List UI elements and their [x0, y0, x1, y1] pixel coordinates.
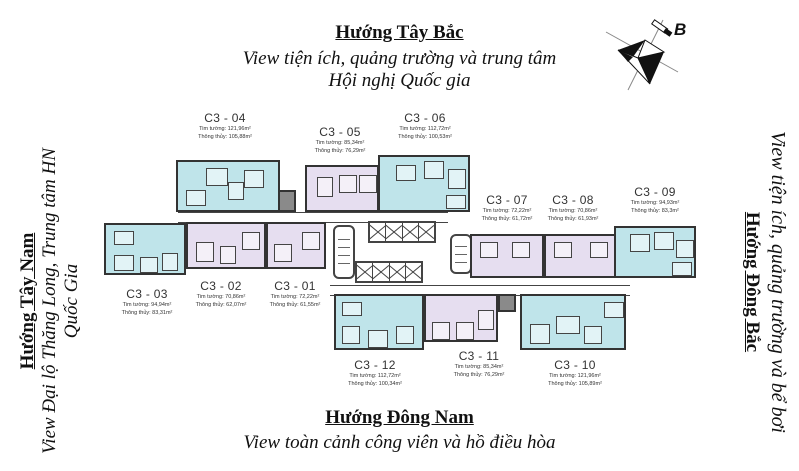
unit-label-c3-09: C3 - 09 Tim tường: 94,93m² Thông thủy: 8…: [630, 185, 680, 215]
unit-plan-c3-12[interactable]: [334, 294, 424, 350]
unit-label-c3-07: C3 - 07 Tim tường: 72,22m² Thông thủy: 6…: [481, 193, 533, 223]
southeast-view-line-1: View toàn cảnh công viên và hồ điều hòa: [243, 432, 556, 453]
unit-plan-c3-01[interactable]: [266, 222, 326, 269]
unit-plan-c3-07[interactable]: [470, 234, 544, 278]
unit-label-c3-12: C3 - 12 Tim tường: 112,72m² Thông thủy: …: [348, 358, 402, 388]
unit-plan-c3-11[interactable]: [424, 294, 498, 342]
unit-label-c3-02: C3 - 02 Tim tường: 70,86m² Thông thủy: 6…: [195, 279, 247, 309]
unit-plan-c3-08[interactable]: [544, 234, 616, 278]
northwest-view-line-2: Hội nghị Quốc gia: [328, 70, 471, 91]
compass-label: B: [674, 20, 687, 39]
compass-north-icon: B: [598, 12, 688, 92]
southeast-title: Hướng Đông Nam: [325, 407, 474, 428]
unit-label-c3-11: C3 - 11 Tim tường: 85,34m² Thông thủy: 7…: [453, 349, 505, 379]
unit-plan-c3-02[interactable]: [186, 222, 266, 269]
unit-label-c3-08: C3 - 08 Tim tường: 70,86m² Thông thủy: 6…: [547, 193, 599, 223]
northwest-title: Hướng Tây Bắc: [335, 22, 464, 43]
staircase-east: [450, 234, 472, 274]
unit-label-c3-10: C3 - 10 Tim tường: 121,96m² Thông thủy: …: [548, 358, 602, 388]
unit-plan-c3-04[interactable]: [176, 160, 280, 212]
unit-plan-c3-05[interactable]: [305, 165, 379, 212]
core-shaft-south: [498, 294, 516, 312]
southeast-direction-block: Hướng Đông Nam View toàn cảnh công viên …: [0, 407, 799, 454]
unit-label-c3-05: C3 - 05 Tim tường: 85,34m² Thông thủy: 7…: [314, 125, 366, 155]
northwest-direction-block: Hướng Tây Bắc View tiện ích, quảng trườn…: [0, 22, 799, 92]
elevator-bank-north: [368, 221, 436, 243]
core-shaft: [278, 190, 296, 212]
unit-label-c3-03: C3 - 03 Tim tường: 94,94m² Thông thủy: 8…: [121, 287, 173, 317]
unit-label-c3-06: C3 - 06 Tim tường: 112,72m² Thông thủy: …: [398, 111, 452, 141]
unit-plan-c3-10[interactable]: [520, 294, 626, 350]
unit-plan-c3-06[interactable]: [378, 155, 470, 212]
northwest-view-line-1: View tiện ích, quảng trường và trung tâm: [242, 48, 557, 69]
unit-plan-c3-09[interactable]: [614, 226, 696, 278]
elevator-bank-south: [355, 261, 423, 283]
unit-plan-c3-03[interactable]: [104, 223, 186, 275]
staircase-west: [333, 225, 355, 279]
unit-label-c3-01: C3 - 01 Tim tường: 72,22m² Thông thủy: 6…: [269, 279, 321, 309]
unit-label-c3-04: C3 - 04 Tim tường: 121,96m² Thông thủy: …: [198, 111, 252, 141]
